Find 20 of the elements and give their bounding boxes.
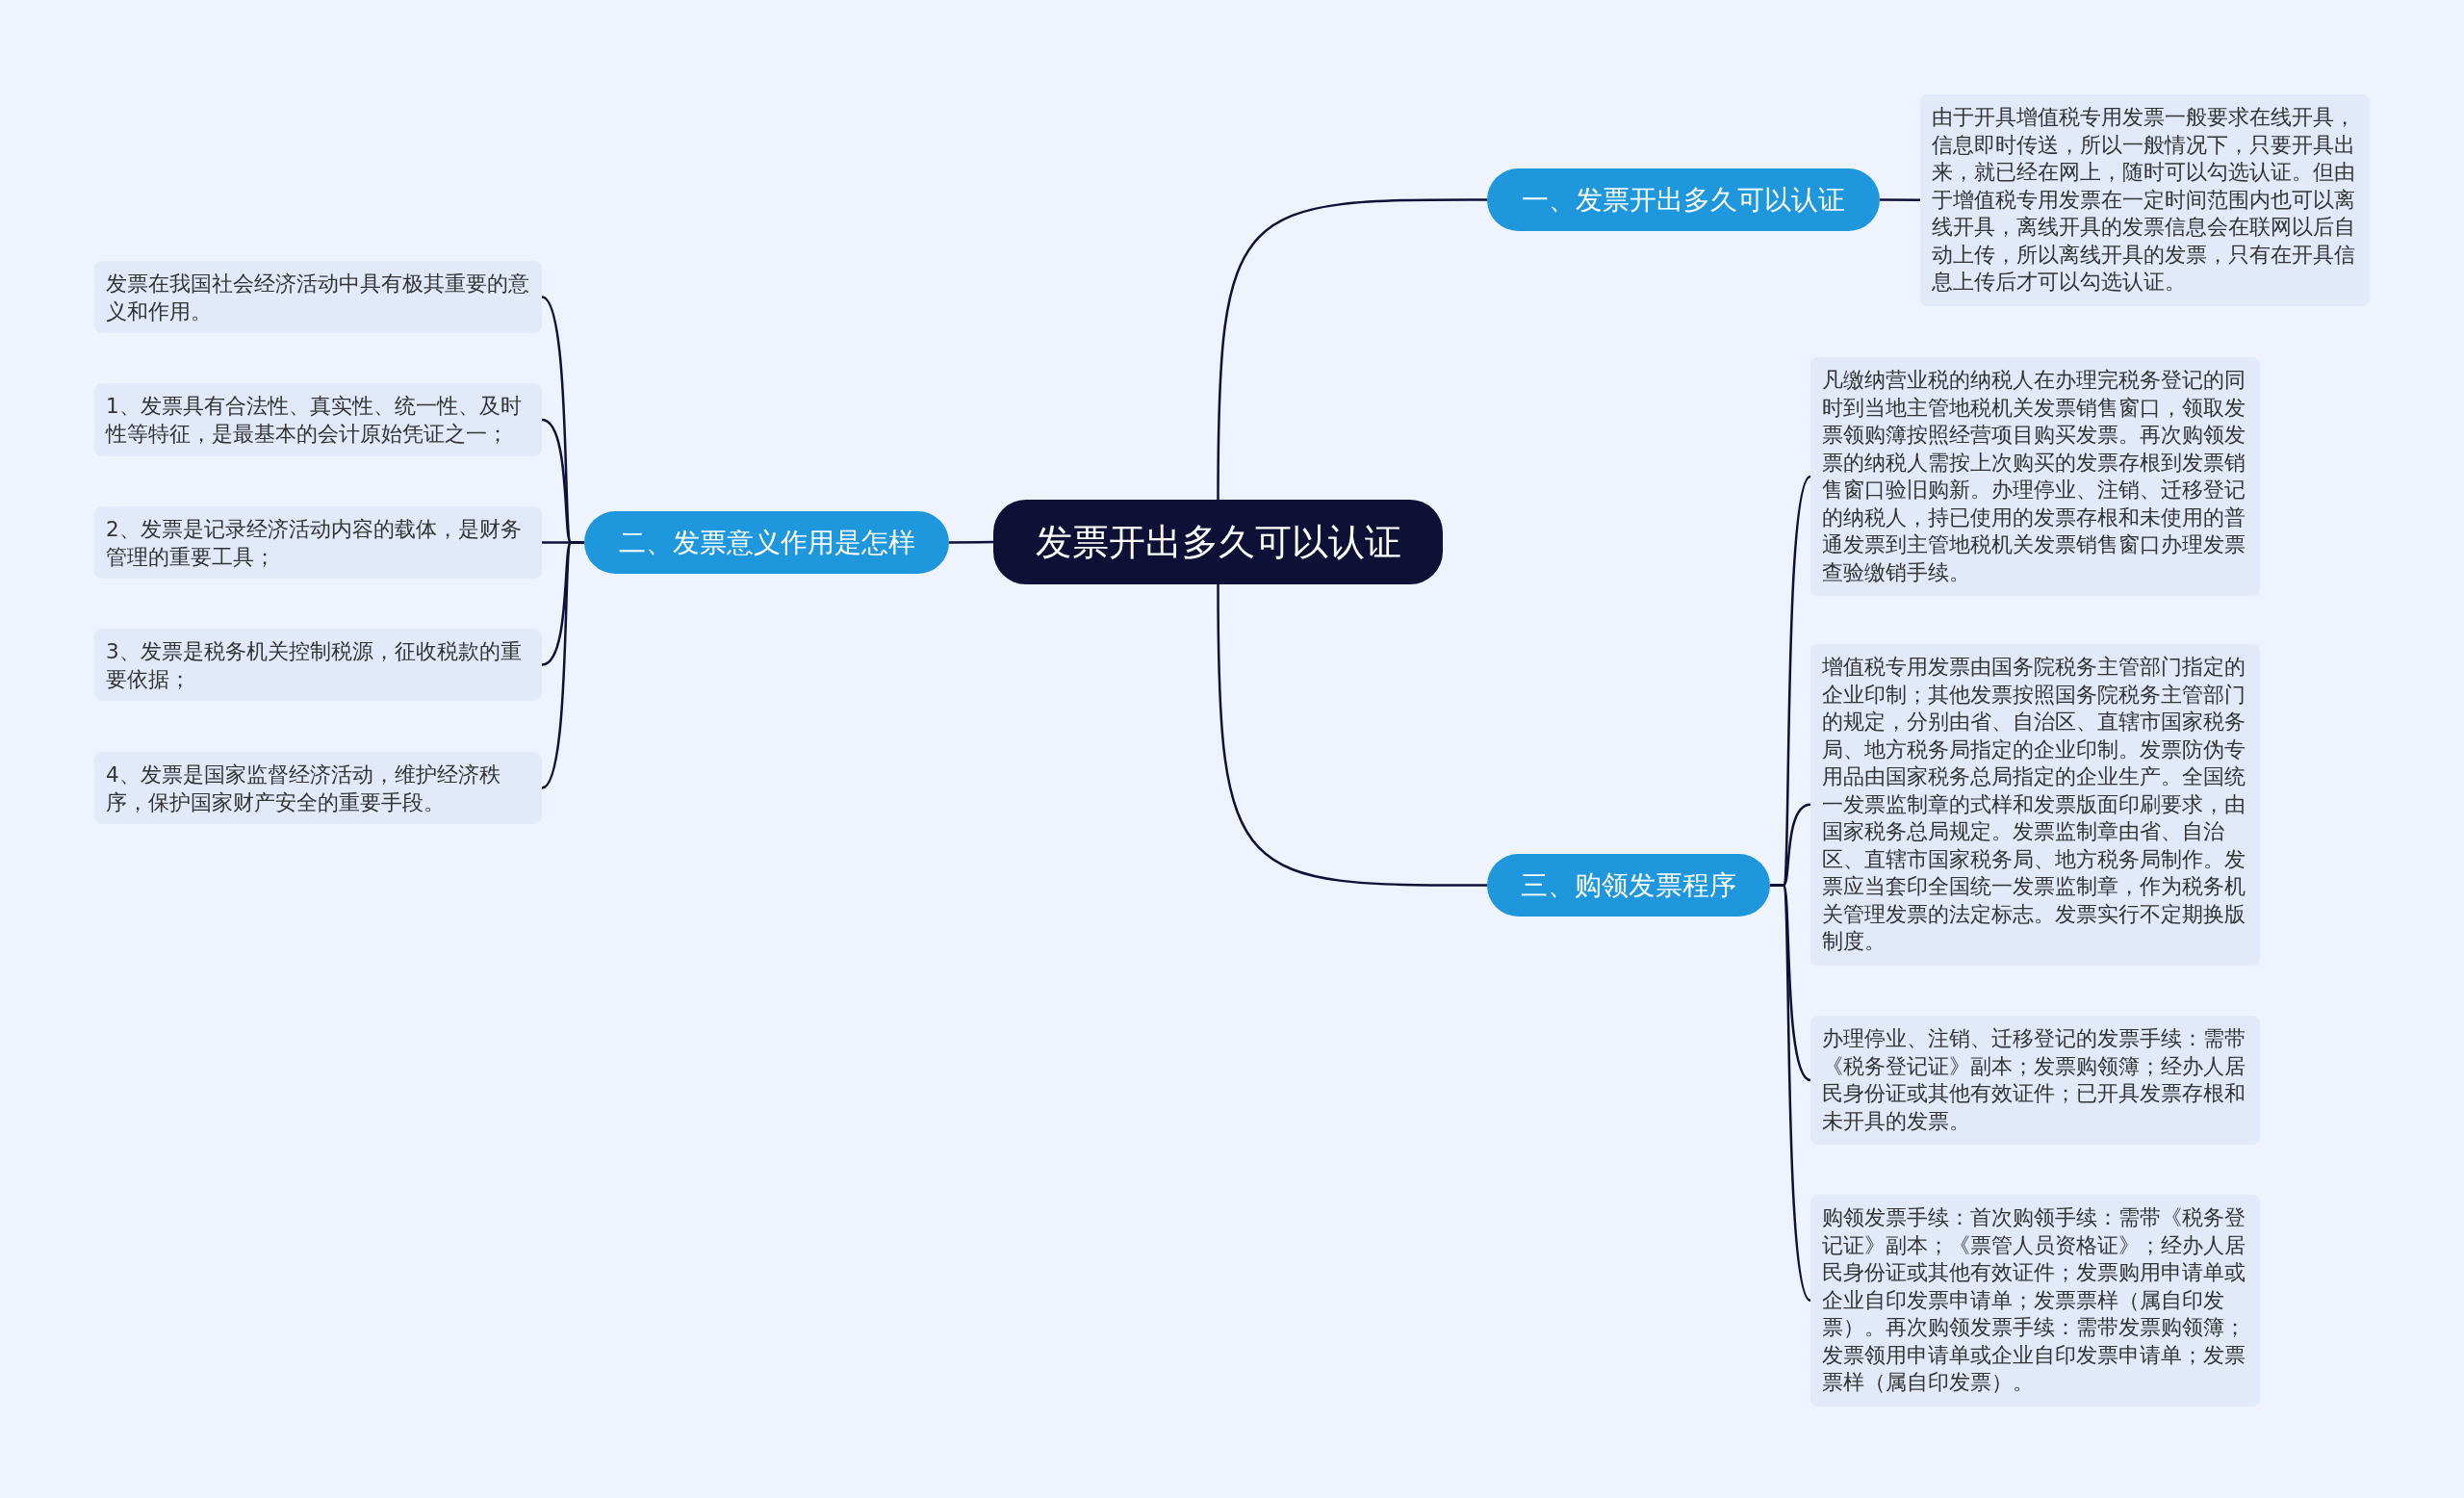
connector-line (541, 541, 584, 789)
text-card: 购领发票手续：首次购领手续：需带《税务登记证》副本；《票管人员资格证》；经办人居民身份证或其他有效证件；发票购用申请单或企业自印发票申请单；发票票样（属自印发票）。再次购领发票手续：需带发票购领簿；发票领用申请单或企业自印发票申请单；发票票样（属自印发票）。 (1810, 1195, 2260, 1407)
central-topic: 发票开出多久可以认证 (993, 500, 1443, 584)
text-card: 凡缴纳营业税的纳税人在办理完税务登记的同时到当地主管地税机关发票销售窗口，领取发票领购簿按照经营项目购买发票。再次购领发票的纳税人需按上次购买的发票存根到发票销售窗口验旧购新。办理停业、注销、迁移登记的纳税人，持已使用的发票存根和未使用的普通发票到主管地税机关发票销售窗口办理发票查验缴销手续。 (1810, 357, 2260, 596)
text-card: 办理停业、注销、迁移登记的发票手续：需带《税务登记证》副本；发票购领簿；经办人居民身份证或其他有效证件；已开具发票存根和未开具的发票。 (1810, 1016, 2260, 1145)
text-card: 1、发票具有合法性、真实性、统一性、及时性等特征，是最基本的会计原始凭证之一； (94, 383, 542, 456)
text-card: 由于开具增值税专用发票一般要求在线开具，信息即时传送，所以一般情况下，只要开具出来，就已经在网上，随时可以勾选认证。但由于增值税专用发票在一定时间范围内也可以离线开具，离线开具的发票信息会在联网以后自动上传，所以离线开具的发票，只有在开具信息上传后才可以勾选认证。 (1920, 94, 2370, 306)
text-card: 增值税专用发票由国务院税务主管部门指定的企业印制；其他发票按照国务院税务主管部门的规定，分别由省、自治区、直辖市国家税务局、地方税务局指定的企业印制。发票防伪专用品由国家税务总局指定的企业生产。全国统一发票监制章的式样和发票版面印刷要求，由国家税务总局规定。发票监制章由省、自治区、直辖市国家税务局、地方税务局制作。发票应当套印全国统一发票监制章，作为税务机关管理发票的法定标志。发票实行不定期换版制度。 (1810, 644, 2260, 966)
connector-line (1770, 884, 1811, 1302)
connector-line (949, 540, 993, 544)
connector-line (1217, 584, 1487, 887)
text-card: 3、发票是税务机关控制税源，征收税款的重要依据； (94, 629, 542, 701)
branch-topic: 一、发票开出多久可以认证 (1487, 168, 1880, 231)
connector-line (1217, 198, 1487, 500)
text-card: 发票在我国社会经济活动中具有极其重要的意义和作用。 (94, 261, 542, 333)
text-card: 4、发票是国家监督经济活动，维护经济秩序，保护国家财产安全的重要手段。 (94, 752, 542, 824)
connector-line (1880, 198, 1920, 201)
branch-topic: 三、购领发票程序 (1487, 854, 1770, 917)
branch-topic: 二、发票意义作用是怎样 (584, 511, 949, 574)
text-card: 2、发票是记录经济活动内容的载体，是财务管理的重要工具； (94, 506, 542, 579)
